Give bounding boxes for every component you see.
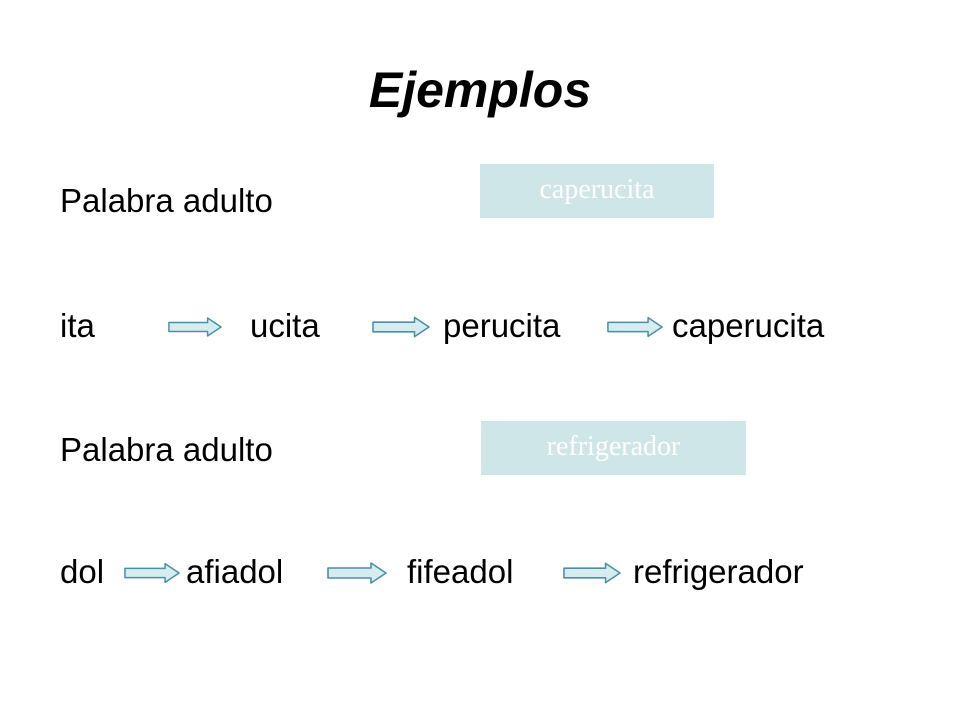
arrow-right-icon bbox=[372, 316, 430, 338]
target-word-box-1: caperucita bbox=[480, 164, 714, 218]
arrow-right-icon bbox=[607, 316, 663, 338]
sequence-word-2-3: fifeadol bbox=[407, 553, 514, 590]
target-word-box-2: refrigerador bbox=[481, 421, 746, 475]
arrow-right-icon bbox=[168, 316, 222, 338]
adult-word-label-1: Palabra adulto bbox=[60, 182, 273, 219]
sequence-word-2-4: refrigerador bbox=[633, 553, 804, 590]
sequence-word-1-2: ucita bbox=[250, 307, 320, 344]
arrow-right-icon bbox=[563, 562, 621, 584]
slide-title: Ejemplos bbox=[368, 62, 592, 118]
sequence-word-1-3: perucita bbox=[443, 307, 561, 344]
adult-word-label-2: Palabra adulto bbox=[60, 431, 273, 468]
sequence-word-1-1: ita bbox=[60, 307, 95, 344]
arrow-right-icon bbox=[124, 562, 180, 584]
sequence-word-2-1: dol bbox=[60, 553, 105, 590]
sequence-word-1-4: caperucita bbox=[672, 307, 825, 344]
arrow-right-icon bbox=[327, 562, 387, 584]
sequence-word-2-2: afiadol bbox=[186, 553, 284, 590]
